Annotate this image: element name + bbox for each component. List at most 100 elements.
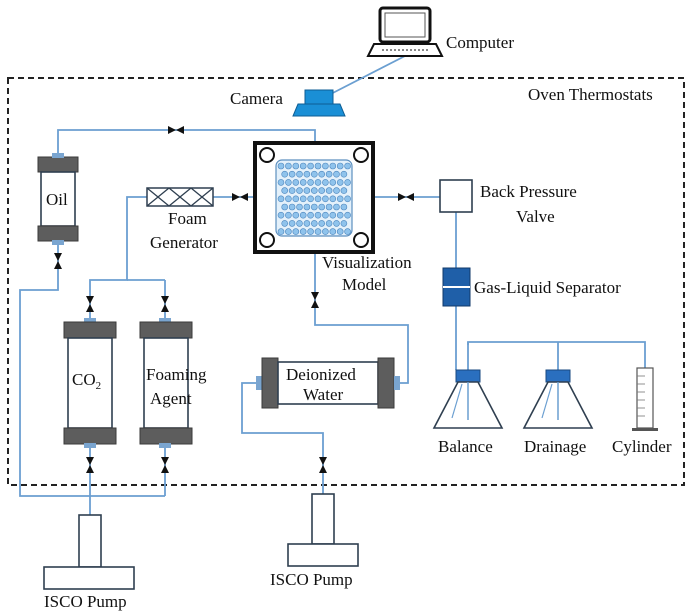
- visualization-label-2: Model: [342, 275, 387, 294]
- oven-boundary: [7, 77, 685, 486]
- bead: [277, 162, 285, 170]
- bead: [329, 179, 337, 186]
- bead: [310, 220, 318, 227]
- foam-generator-label-2: Generator: [150, 233, 218, 252]
- oil-container: [37, 153, 79, 245]
- bead: [314, 195, 322, 203]
- bead: [344, 228, 351, 235]
- valve-foaming-bottom: [161, 457, 169, 473]
- valve-co2-top: [86, 296, 94, 312]
- bead: [340, 170, 348, 178]
- bead: [336, 211, 344, 219]
- bead: [329, 195, 337, 203]
- bead: [285, 195, 292, 203]
- bead: [281, 170, 289, 178]
- foaming-label-2: Agent: [150, 389, 192, 408]
- foam-generator: [146, 187, 214, 207]
- bead: [296, 187, 303, 194]
- oven-label: Oven Thermostats: [528, 85, 653, 104]
- valve-oil-bottom: [54, 253, 62, 269]
- bead: [277, 179, 285, 186]
- deionized-label-2: Water: [303, 385, 343, 404]
- bead: [314, 211, 322, 219]
- co2-label: CO2: [72, 370, 101, 392]
- bead: [303, 170, 311, 178]
- bead: [325, 170, 333, 178]
- foaming-label-1: Foaming: [146, 365, 207, 384]
- gas-liquid-separator: [442, 267, 471, 307]
- drainage-label: Drainage: [524, 437, 586, 456]
- bead: [292, 179, 300, 186]
- bead: [307, 211, 314, 219]
- bead: [322, 211, 329, 219]
- balance-flask: [432, 369, 504, 429]
- bead: [285, 179, 292, 186]
- bead: [344, 211, 351, 219]
- bead: [303, 220, 311, 227]
- visualization-model: [253, 141, 375, 254]
- bead: [325, 203, 333, 211]
- bead: [299, 211, 307, 219]
- bead: [281, 203, 289, 211]
- bead: [333, 203, 340, 211]
- bead: [281, 187, 289, 194]
- camera-icon: [292, 89, 346, 117]
- bead: [322, 179, 329, 186]
- co2-vessel: [63, 318, 117, 448]
- bead: [314, 179, 322, 186]
- bead: [296, 220, 303, 227]
- bead: [285, 162, 292, 170]
- back-pressure-valve: [439, 179, 473, 213]
- bead: [277, 195, 285, 203]
- bead: [310, 187, 318, 194]
- bead: [329, 211, 337, 219]
- bead: [318, 187, 326, 194]
- drainage-flask: [522, 369, 594, 429]
- bead: [322, 162, 329, 170]
- bead: [299, 228, 307, 235]
- bead: [340, 220, 348, 227]
- bead: [314, 228, 322, 235]
- bead: [336, 179, 344, 186]
- bead: [314, 162, 322, 170]
- bead: [307, 162, 314, 170]
- bead: [336, 195, 344, 203]
- bead: [299, 195, 307, 203]
- valve-foam-model: [232, 193, 248, 201]
- foam-generator-label-1: Foam: [168, 209, 207, 228]
- cylinder-label: Cylinder: [612, 437, 672, 456]
- valves: [54, 126, 414, 473]
- valve-water-bottom: [319, 457, 327, 473]
- bead: [303, 187, 311, 194]
- bead: [285, 211, 292, 219]
- bead: [310, 170, 318, 178]
- bead: [344, 179, 351, 186]
- separator-label: Gas-Liquid Separator: [474, 278, 621, 297]
- bead: [285, 228, 292, 235]
- camera-label: Camera: [230, 89, 283, 108]
- bead: [325, 220, 333, 227]
- bead: [329, 228, 337, 235]
- valve-model-bpv: [398, 193, 414, 201]
- bead: [310, 203, 318, 211]
- bead: [318, 203, 326, 211]
- isco-pump-right: [287, 493, 359, 567]
- valve-model-bottom: [311, 292, 319, 308]
- bead: [292, 162, 300, 170]
- foaming-agent-vessel: [139, 318, 193, 448]
- valve-co2-bottom: [86, 457, 94, 473]
- oil-label: Oil: [46, 190, 68, 209]
- bead: [288, 170, 296, 178]
- bead: [344, 162, 351, 170]
- back-pressure-label-2: Valve: [516, 207, 555, 226]
- bead: [307, 228, 314, 235]
- isco-pump-left: [43, 514, 135, 590]
- balance-label: Balance: [438, 437, 493, 456]
- bead: [333, 170, 340, 178]
- bead: [299, 162, 307, 170]
- bead: [333, 187, 340, 194]
- porous-medium-pattern: [277, 162, 351, 235]
- bead: [325, 187, 333, 194]
- bead: [340, 187, 348, 194]
